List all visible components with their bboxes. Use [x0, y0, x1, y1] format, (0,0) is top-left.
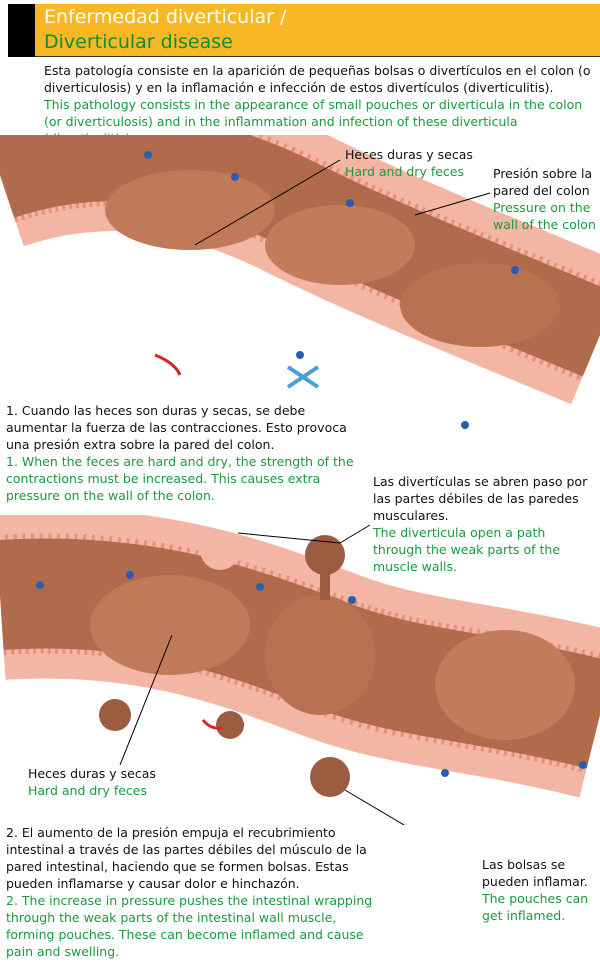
- colon-illustration-2: [0, 515, 600, 825]
- step-1: 1. Cuando las heces son duras y secas, s…: [6, 402, 366, 504]
- label-en: The diverticula open a path through the …: [373, 525, 561, 574]
- step-2: 2. El aumento de la presión empuja el re…: [6, 824, 376, 960]
- intro-spanish: Esta patología consiste en la aparición …: [44, 63, 591, 95]
- label-hard-feces-1: Heces duras y secas Hard and dry feces: [345, 146, 473, 180]
- title-english: Diverticular disease: [44, 31, 233, 53]
- colon-illustration-1: [0, 135, 600, 429]
- label-es: Heces duras y secas: [345, 147, 473, 162]
- step-1-spanish: 1. Cuando las heces son duras y secas, s…: [6, 403, 347, 452]
- label-pouches: Las bolsas se pueden inflamar. The pouch…: [482, 856, 592, 924]
- header: Enfermedad diverticular / Diverticular d…: [0, 4, 600, 57]
- label-en: Hard and dry feces: [345, 164, 464, 179]
- label-diverticula: Las divertículas se abren paso por las p…: [373, 473, 598, 575]
- label-es: Presión sobre la pared del colon: [493, 166, 593, 198]
- label-pressure: Presión sobre la pared del colon Pressur…: [493, 165, 598, 233]
- label-es: Las divertículas se abren paso por las p…: [373, 474, 588, 523]
- label-hard-feces-2: Heces duras y secas Hard and dry feces: [28, 765, 156, 799]
- label-en: Pressure on the wall of the colon: [493, 200, 596, 232]
- step-2-english: 2. The increase in pressure pushes the i…: [6, 893, 373, 959]
- title-spanish: Enfermedad diverticular /: [44, 6, 287, 28]
- label-es: Las bolsas se pueden inflamar.: [482, 857, 588, 889]
- step-2-spanish: 2. El aumento de la presión empuja el re…: [6, 825, 367, 891]
- header-band: [35, 4, 600, 57]
- step-1-english: 1. When the feces are hard and dry, the …: [6, 454, 354, 503]
- label-en: Hard and dry feces: [28, 783, 147, 798]
- label-en: The pouches can get inflamed.: [482, 891, 589, 923]
- label-es: Heces duras y secas: [28, 766, 156, 781]
- header-black-block: [8, 4, 35, 57]
